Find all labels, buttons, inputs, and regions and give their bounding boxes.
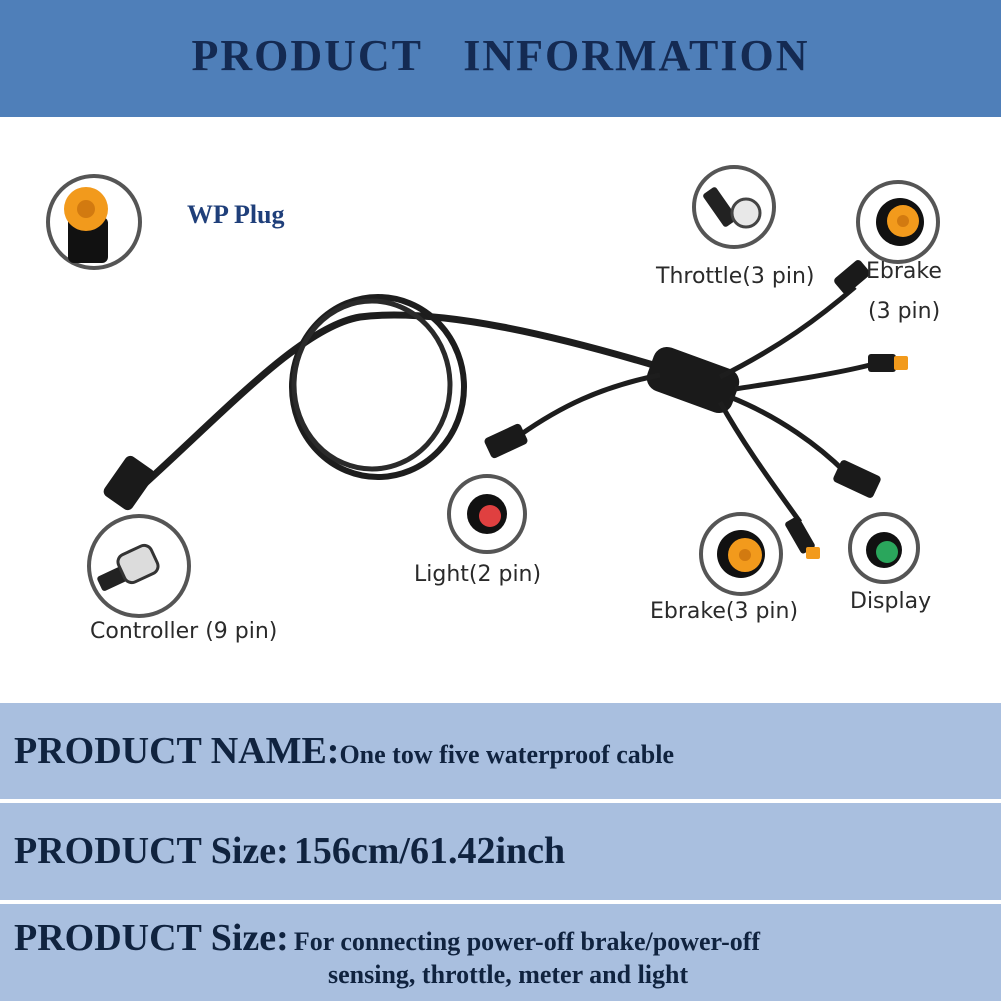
main-cable: [127, 311, 662, 500]
throttle-plug: [868, 354, 896, 372]
branch-throttle: [734, 362, 871, 392]
product-use-value-line2: sensing, throttle, meter and light: [328, 960, 689, 989]
throttle-plug-tip: [894, 356, 908, 370]
product-name-row: PRODUCT NAME:One tow five waterproof cab…: [14, 729, 674, 773]
display-circle: [848, 512, 920, 584]
throttle-circle: [692, 165, 776, 249]
header-banner: PRODUCT INFORMATION: [0, 0, 1001, 117]
product-use-band: PRODUCT Size: For connecting power-off b…: [0, 904, 1001, 1001]
branch-ebrake-bottom: [717, 400, 803, 524]
product-use-row: PRODUCT Size: For connecting power-off b…: [14, 916, 760, 960]
controller-circle: [87, 514, 191, 618]
product-photo: WP Plug Throttle(3 pin) Ebrake (3 pin) L…: [0, 117, 1001, 701]
product-use-value-line1: For connecting power-off brake/power-off: [293, 927, 761, 956]
light-circle: [447, 474, 527, 554]
light-label: Light(2 pin): [414, 562, 542, 587]
branch-light: [518, 372, 661, 438]
display-label: Display: [850, 589, 932, 614]
controller-label: Controller (9 pin): [90, 619, 278, 644]
wp-plug-label: WP Plug: [187, 200, 285, 229]
wp-plug-circle: [46, 174, 142, 270]
controller-plug: [103, 455, 155, 511]
branch-display: [729, 394, 847, 474]
cable-illustration: [46, 165, 940, 618]
product-size-row: PRODUCT Size: 156cm/61.42inch: [14, 829, 565, 873]
ebrake-bottom-plug: [785, 516, 815, 554]
ebrake-bottom-plug-tip: [806, 547, 820, 559]
ebrake-top-plug: [834, 260, 870, 294]
throttle-label: Throttle(3 pin): [656, 264, 815, 289]
page-title: PRODUCT INFORMATION: [191, 31, 810, 80]
product-size-band: PRODUCT Size: 156cm/61.42inch: [0, 803, 1001, 900]
product-use-label: PRODUCT Size:: [14, 917, 289, 959]
cable-coil-inner: [291, 298, 453, 472]
product-size-label: PRODUCT Size:: [14, 830, 289, 872]
ebrake-bottom-label: Ebrake(3 pin): [650, 599, 799, 624]
product-size-value: 156cm/61.42inch: [293, 830, 566, 872]
display-plug: [833, 460, 881, 498]
splitter-hub: [646, 346, 740, 414]
ebrake-top-pin-label: (3 pin): [868, 299, 941, 324]
ebrake-top-label: Ebrake: [866, 259, 942, 284]
light-plug: [484, 423, 528, 459]
product-name-band: PRODUCT NAME:One tow five waterproof cab…: [0, 703, 1001, 799]
product-name-label: PRODUCT NAME:: [14, 730, 340, 772]
ebrake-bottom-circle: [699, 512, 783, 596]
branch-ebrake-top: [718, 285, 857, 380]
product-name-value: One tow five waterproof cable: [339, 740, 674, 769]
ebrake-top-circle: [856, 180, 940, 264]
